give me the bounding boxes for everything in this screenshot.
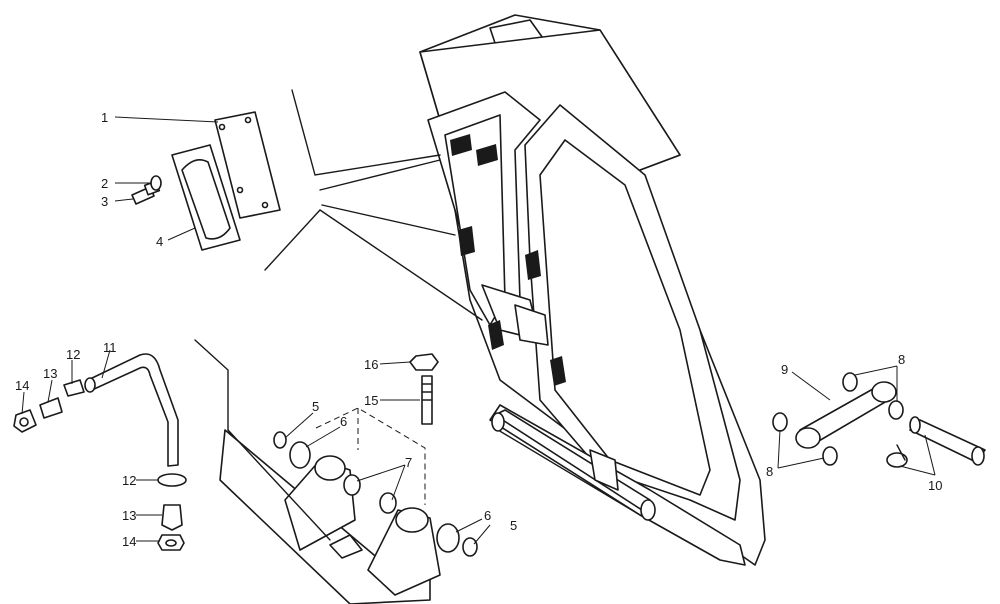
bushing-left [289, 441, 311, 469]
main-frame [264, 14, 766, 566]
callout-12-lower: 12 [122, 473, 136, 488]
callout-labels: 1 2 3 4 5 5 6 6 7 8 8 9 10 11 12 12 13 1… [15, 110, 942, 549]
callout-6-upper: 6 [340, 414, 347, 429]
pin-clip [886, 452, 908, 468]
callout-10: 10 [928, 478, 942, 493]
callout-3: 3 [101, 194, 108, 209]
callout-11: 11 [103, 340, 117, 355]
spacer-upper [343, 474, 361, 496]
callout-9: 9 [781, 362, 788, 377]
stud-nut [409, 353, 439, 371]
callout-2: 2 [101, 176, 108, 191]
hose-assembly [13, 353, 187, 551]
hose-clamp-lower [157, 473, 187, 487]
callout-14-lower: 14 [122, 534, 136, 549]
callout-6-lower: 6 [484, 508, 491, 523]
nipple-upper [39, 397, 63, 419]
callout-8-upper: 8 [898, 352, 905, 367]
callout-5-lower: 5 [510, 518, 517, 533]
callout-13-upper: 13 [43, 366, 57, 381]
washer-8-a [842, 372, 858, 392]
leader-lines [21, 116, 936, 545]
washer-right [462, 537, 478, 557]
washer-left [273, 431, 287, 449]
spacer-lower [379, 492, 397, 514]
callout-5-upper: 5 [312, 399, 319, 414]
callout-16: 16 [364, 357, 378, 372]
nipple-lower [161, 504, 183, 531]
hose-clamp-upper [63, 379, 85, 397]
cover-assembly [131, 111, 281, 251]
callout-15: 15 [364, 393, 378, 408]
hose [87, 353, 179, 467]
bushing-right [436, 523, 460, 553]
washer-8-d [822, 446, 838, 466]
link-assembly [772, 372, 986, 468]
cover-plate [214, 111, 281, 219]
callout-1: 1 [101, 110, 108, 125]
right-pivot-block [367, 509, 441, 596]
callout-13-lower: 13 [122, 508, 136, 523]
callout-8-lower: 8 [766, 464, 773, 479]
washer-8-b [888, 400, 904, 420]
callout-7: 7 [405, 455, 412, 470]
washer-8-c [772, 412, 788, 432]
pivot-mount [194, 339, 478, 604]
lock-washer [150, 175, 162, 191]
callout-12-upper: 12 [66, 347, 80, 362]
callout-4: 4 [156, 234, 163, 249]
callout-14-upper: 14 [15, 378, 29, 393]
